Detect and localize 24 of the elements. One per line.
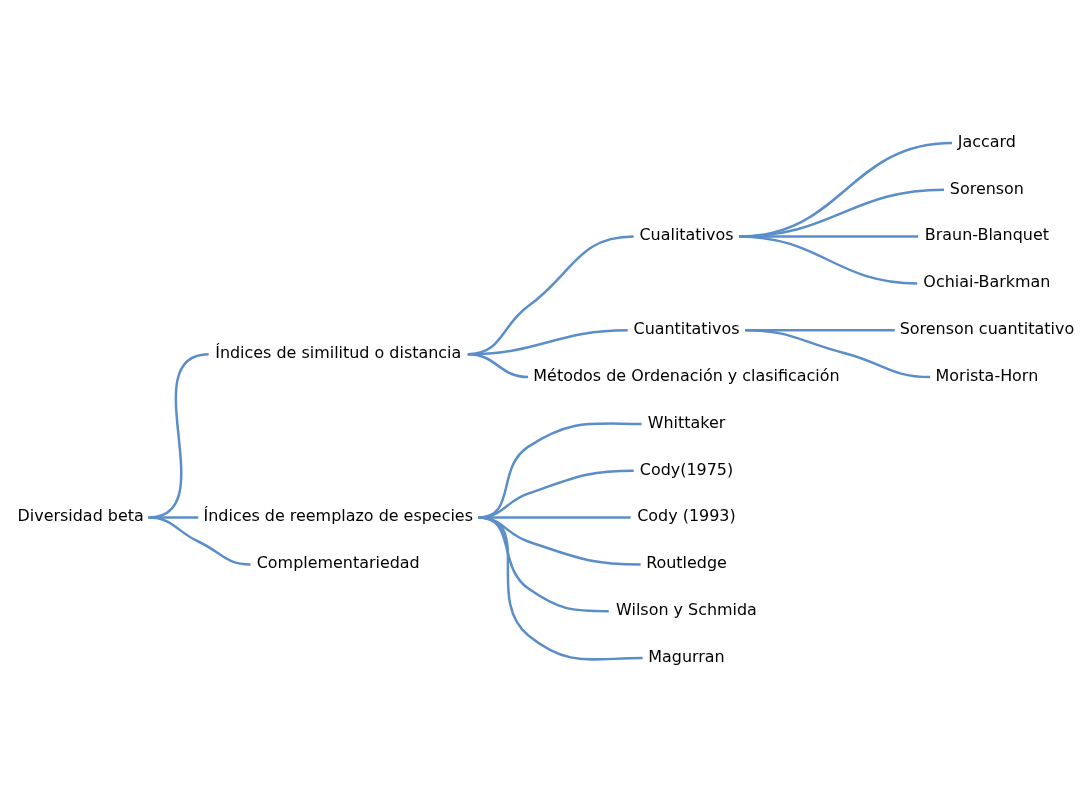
node-text: Índices de reemplazo de especies [203,505,473,525]
node-text: Routledge [646,552,727,572]
node-text: Índices de similitud o distancia [215,342,462,362]
node-text: Magurran [648,646,725,666]
node-text: Sorenson [949,178,1024,198]
connector [148,515,251,566]
connector [467,352,529,378]
node-text: Whittaker [647,412,726,432]
connector [745,328,931,378]
connector [478,515,643,661]
node-text: Sorenson cuantitativo [899,318,1075,338]
node-text: Cuantitativos [633,318,740,338]
node-text: Braun-Blanquet [924,224,1049,244]
node-text: Cody (1993) [637,505,736,525]
node-text: Wilson y Schmida [616,599,757,619]
node-text: Métodos de Ordenación y clasificación [533,365,840,385]
node-text: Jaccard [957,131,1016,151]
node-text: Diversidad beta [17,505,144,525]
connector [739,234,918,285]
node-text: Complementariedad [256,552,420,572]
node-text: Ochiai-Barkman [923,271,1051,291]
node-text: Morista-Horn [935,365,1039,385]
node-text: Cualitativos [639,224,734,244]
node-text: Cody(1975) [639,459,734,479]
